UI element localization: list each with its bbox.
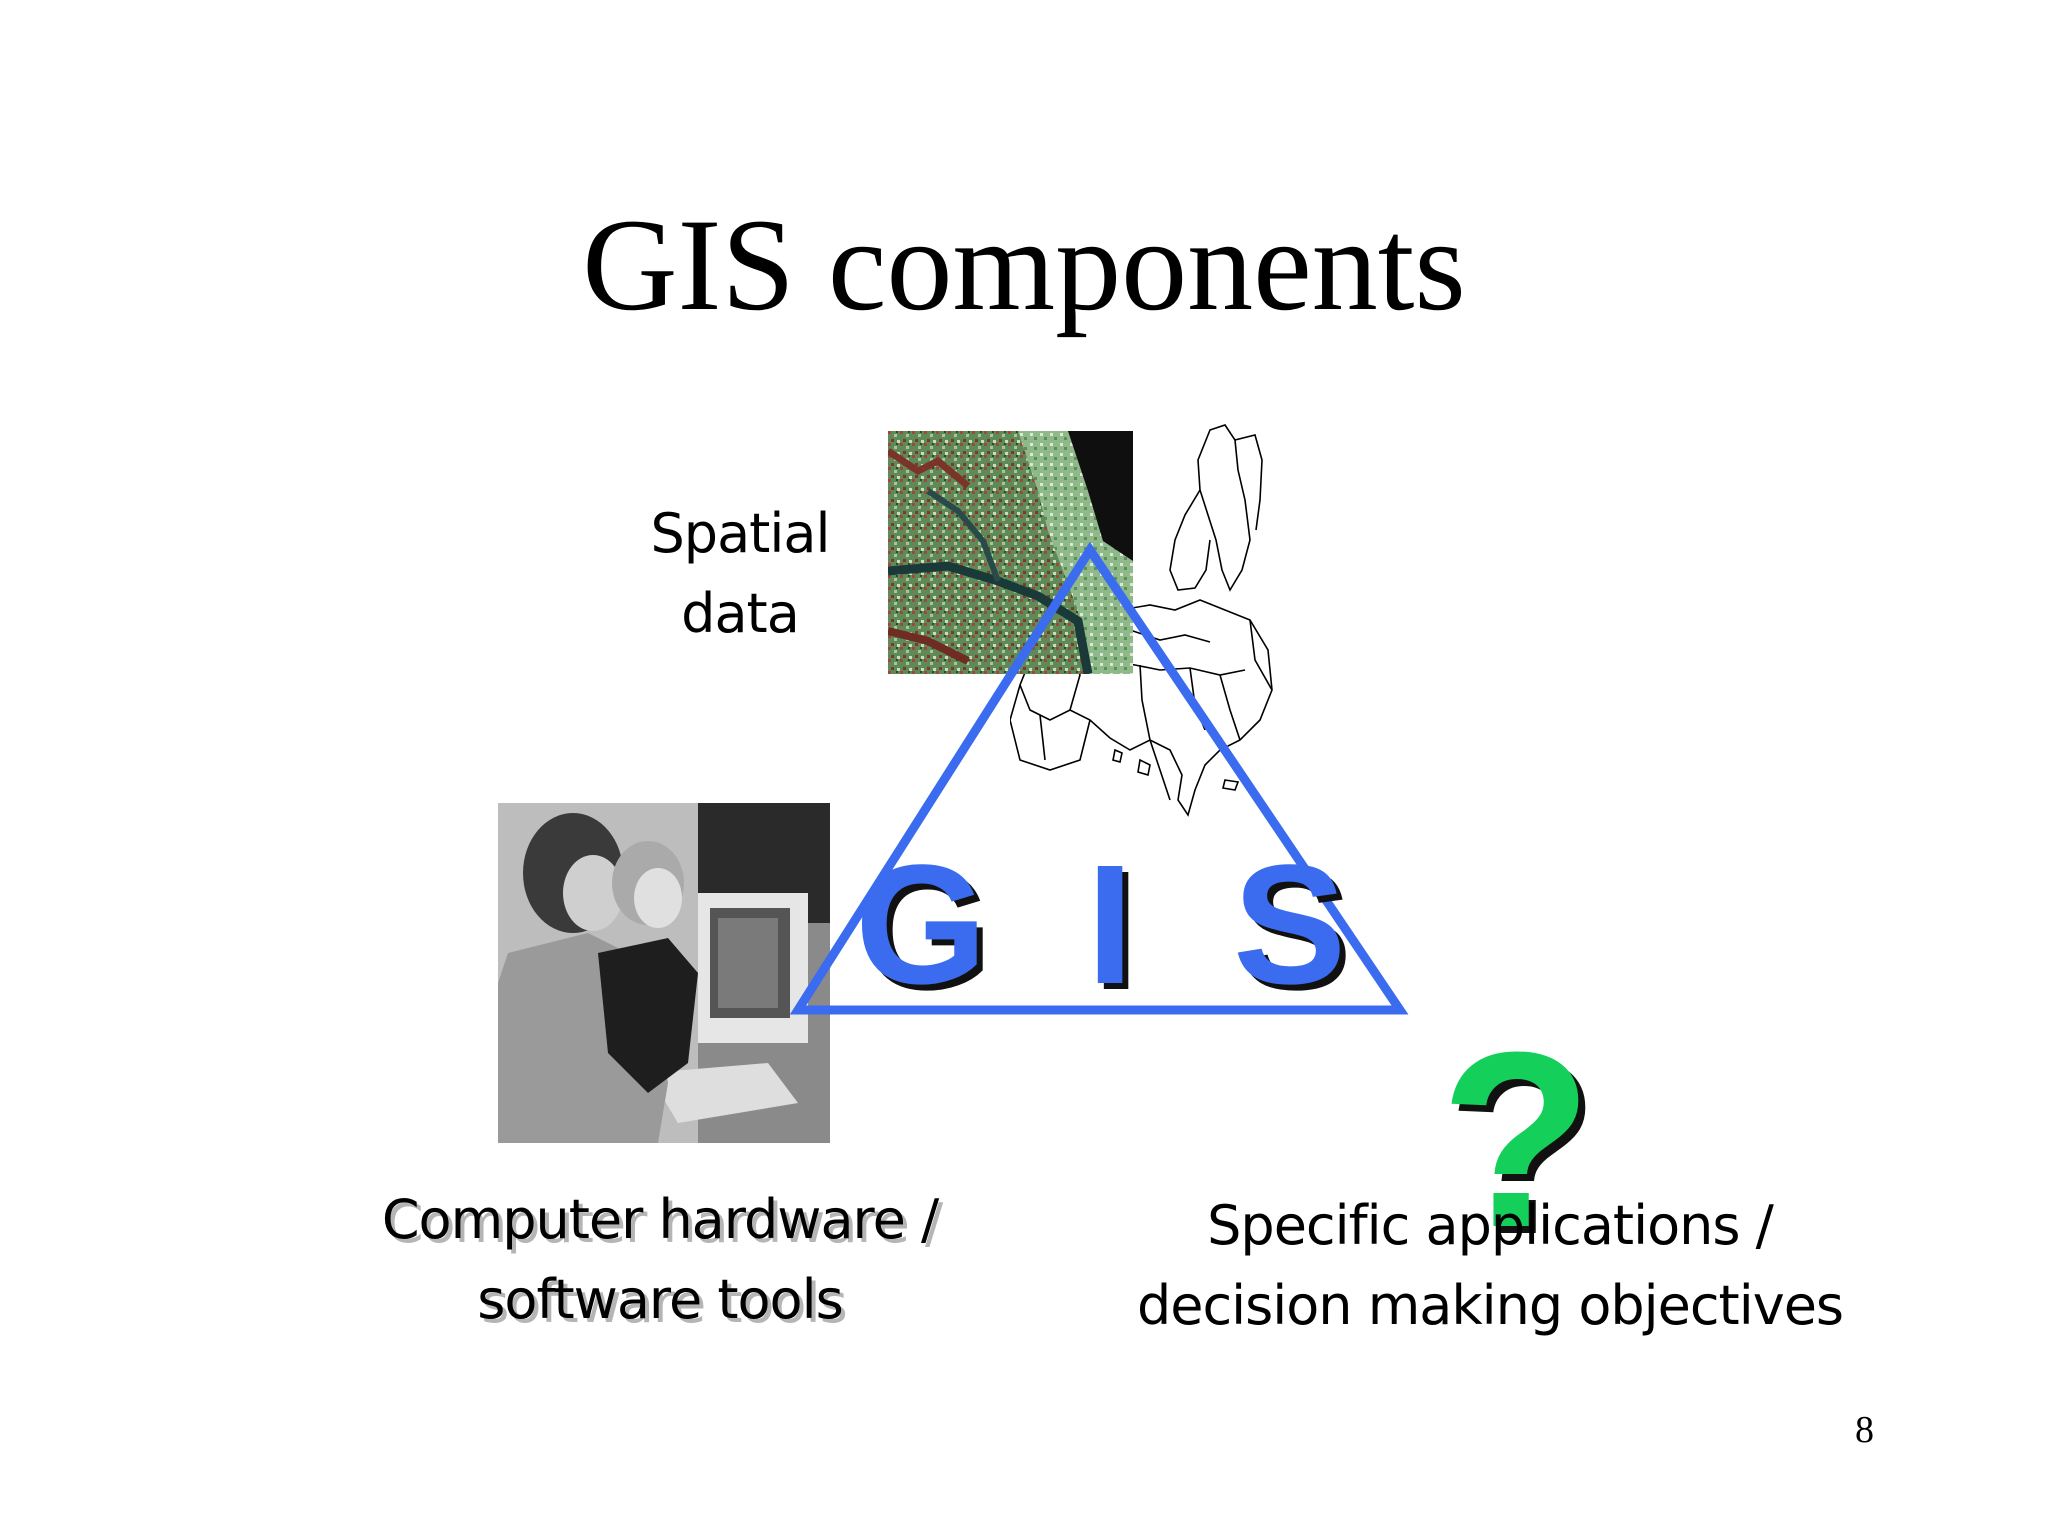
hardware-line-1: Computer hardware / (381, 1188, 939, 1251)
spatial-data-line-2: data (681, 582, 800, 645)
people-at-computer-photo (498, 803, 830, 1143)
applications-label: Specific applications / decision making … (1050, 1186, 1930, 1346)
question-mark-icon: ? (1440, 1000, 1593, 1279)
hardware-line-2: software tools (477, 1268, 843, 1331)
hardware-software-label: Computer hardware / software tools (300, 1180, 1020, 1340)
page-number: 8 (1855, 1409, 1874, 1451)
applications-line-2: decision making objectives (1136, 1274, 1844, 1337)
gis-center-label: G I S (855, 830, 1373, 1020)
people-photo-svg (498, 803, 830, 1143)
spatial-data-line-1: Spatial (650, 502, 831, 565)
slide-title: GIS components (582, 191, 1466, 338)
spatial-data-label: Spatial data (600, 494, 880, 654)
applications-line-1: Specific applications / (1207, 1194, 1774, 1257)
